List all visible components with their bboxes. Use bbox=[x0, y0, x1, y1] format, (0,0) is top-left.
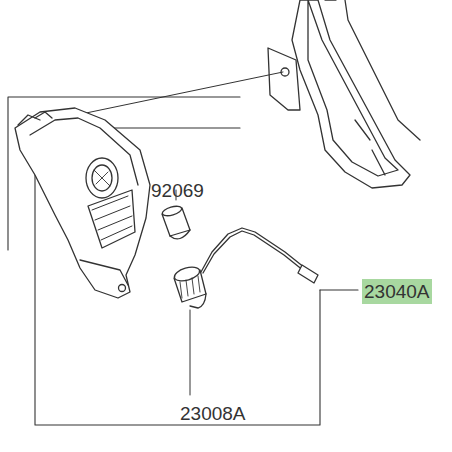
callout-number: 92069 bbox=[151, 181, 204, 200]
callout-number: 23008A bbox=[180, 404, 246, 423]
callout-number-highlighted: 23040A bbox=[362, 279, 432, 304]
